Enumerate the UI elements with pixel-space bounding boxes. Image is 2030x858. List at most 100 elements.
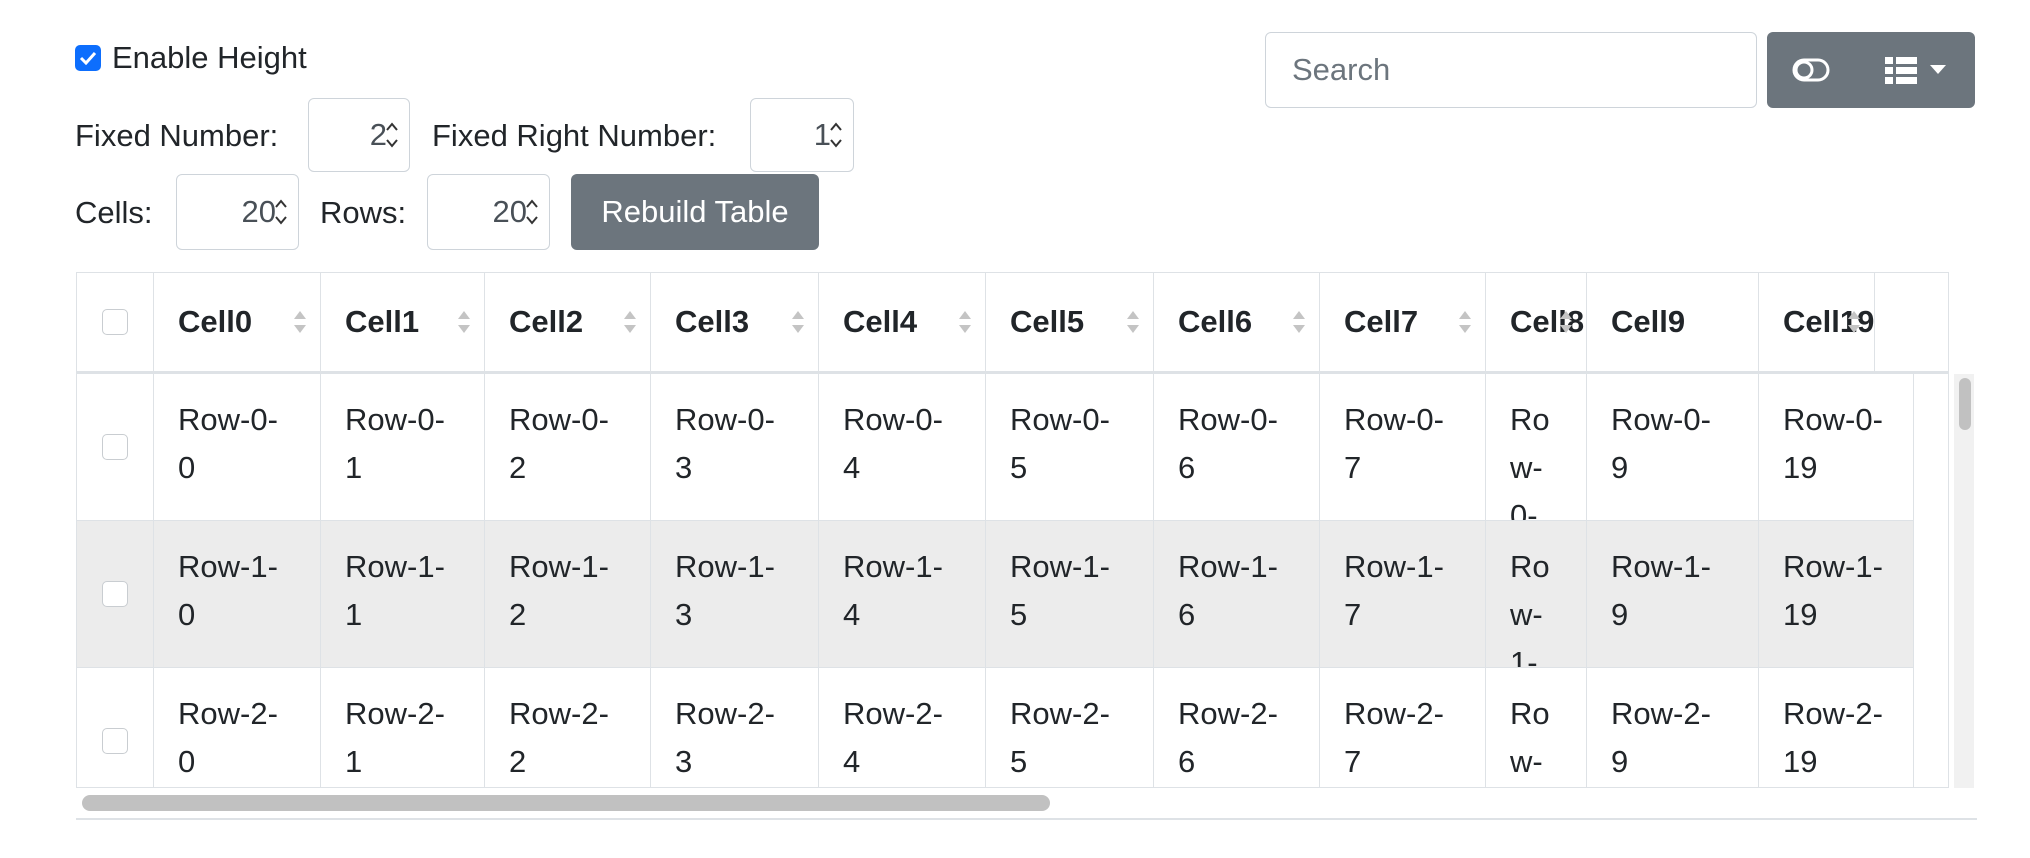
table-cell: Row-0-2 — [485, 374, 651, 521]
column-header[interactable]: Cell6 — [1154, 273, 1320, 371]
table-cell: Row-2-3 — [651, 668, 819, 787]
cell-text: Row-0-19 — [1783, 402, 1883, 485]
column-header[interactable]: Cell9 — [1587, 273, 1759, 371]
cells-label: Cells: — [75, 195, 153, 230]
row-checkbox[interactable] — [102, 581, 128, 607]
sort-arrows-icon — [294, 311, 306, 333]
table-cell: Row-2-2 — [485, 668, 651, 787]
vertical-scroll-thumb[interactable] — [1959, 378, 1971, 430]
column-header-label: Cell0 — [178, 304, 253, 339]
spinner-arrows-icon[interactable] — [525, 197, 539, 227]
toggle-view-icon — [1792, 58, 1830, 82]
column-header[interactable]: Cell8 — [1486, 273, 1587, 371]
fixed-right-number-input[interactable]: 1 — [750, 98, 854, 172]
table-cell: Row-1-1 — [321, 521, 485, 668]
spinner-arrows-icon[interactable] — [274, 197, 288, 227]
horizontal-scroll-thumb[interactable] — [82, 795, 1050, 811]
column-header[interactable]: Cell2 — [485, 273, 651, 371]
toolbar-button-group — [1767, 32, 1975, 108]
header-divider — [77, 371, 1948, 374]
cell-text: Row-0-7 — [1344, 402, 1444, 485]
column-header[interactable]: Cell5 — [986, 273, 1154, 371]
cell-text: Row-1-3 — [675, 549, 775, 632]
rows-label: Rows: — [320, 195, 407, 230]
caret-down-icon — [1930, 65, 1946, 74]
cell-text: Row-0-1 — [345, 402, 445, 485]
toggle-view-button[interactable] — [1767, 32, 1855, 108]
enable-height-checkbox[interactable] — [75, 45, 101, 71]
table-cell: Row-0-19 — [1759, 374, 1914, 521]
column-header-label: Cell5 — [1010, 304, 1085, 339]
table-cell: Row-1-19 — [1759, 521, 1914, 668]
cell-text: Row-1-7 — [1344, 549, 1444, 632]
fixed-number-label: Fixed Number: — [75, 118, 279, 153]
cell-text: Row-2-2 — [509, 696, 609, 779]
sort-arrows-icon — [1127, 311, 1139, 333]
cell-text: Row-0-5 — [1010, 402, 1110, 485]
search-input[interactable]: Search — [1265, 32, 1757, 108]
table-cell: Row-1-2 — [485, 521, 651, 668]
column-header[interactable]: Cell19 — [1759, 273, 1876, 371]
cell-text: Row-0-2 — [509, 402, 609, 485]
rows-input[interactable]: 20 — [427, 174, 550, 250]
table-cell: Row-1-3 — [651, 521, 819, 668]
rows-value: 20 — [492, 194, 527, 229]
cell-text: Row-0-0 — [178, 402, 278, 485]
table-cell: Row-2-19 — [1759, 668, 1914, 787]
cell-text: Row-1-6 — [1178, 549, 1278, 632]
rebuild-table-button[interactable]: Rebuild Table — [571, 174, 819, 250]
sort-arrows-icon — [792, 311, 804, 333]
column-header-label: Cell6 — [1178, 304, 1253, 339]
table-cell: Row-2-9 — [1587, 668, 1759, 787]
columns-list-icon — [1885, 57, 1917, 84]
table-cell: Row-2-6 — [1154, 668, 1320, 787]
table-cell: Row-2-5 — [986, 668, 1154, 787]
sort-arrows-icon — [959, 311, 971, 333]
cell-text: Row-2-3 — [675, 696, 775, 779]
column-header[interactable]: Cell4 — [819, 273, 986, 371]
column-header[interactable]: Cell7 — [1320, 273, 1486, 371]
cell-text: Row-0-3 — [675, 402, 775, 485]
table-cell: Row-1-9 — [1587, 521, 1759, 668]
cell-text: Row-2-0 — [178, 696, 278, 779]
column-header[interactable]: Cell1 — [321, 273, 485, 371]
cell-text: Row-2-19 — [1783, 696, 1883, 779]
table-cell: Row-0-3 — [651, 374, 819, 521]
cell-text: Row-2-6 — [1178, 696, 1278, 779]
table-cell: Row-2-0 — [154, 668, 321, 787]
row-select-cell — [77, 668, 154, 787]
select-all-checkbox[interactable] — [102, 309, 128, 335]
table-cell: Row-1-4 — [819, 521, 986, 668]
spinner-arrows-icon[interactable] — [829, 120, 843, 150]
columns-dropdown-button[interactable] — [1855, 32, 1975, 108]
table-cell: Row-0-1 — [321, 374, 485, 521]
column-header-label: Cell9 — [1611, 304, 1686, 339]
cell-text: Row-1-8 — [1510, 549, 1550, 668]
table-cell: Row-0-8 — [1486, 374, 1587, 521]
cells-value: 20 — [241, 194, 276, 229]
table-cell: Row-0-4 — [819, 374, 986, 521]
fixed-number-input[interactable]: 2 — [308, 98, 410, 172]
vertical-scrollbar[interactable] — [1954, 374, 1974, 788]
fixed-right-number-label: Fixed Right Number: — [432, 118, 717, 153]
table-cell: Row-1-0 — [154, 521, 321, 668]
table-cell: Row-2-8 — [1486, 668, 1587, 787]
cell-text: Row-2-8 — [1510, 696, 1550, 779]
fixed-right-number-value: 1 — [813, 117, 831, 152]
cell-text: Row-2-7 — [1344, 696, 1444, 779]
table-cell: Row-1-6 — [1154, 521, 1320, 668]
column-header[interactable]: Cell3 — [651, 273, 819, 371]
table-cell: Row-0-0 — [154, 374, 321, 521]
spinner-arrows-icon[interactable] — [385, 120, 399, 150]
sort-arrows-icon — [1459, 311, 1471, 333]
row-checkbox[interactable] — [102, 434, 128, 460]
cells-input[interactable]: 20 — [176, 174, 299, 250]
table-cell: Row-1-5 — [986, 521, 1154, 668]
table-cell: Row-0-6 — [1154, 374, 1320, 521]
cell-text: Row-1-2 — [509, 549, 609, 632]
cell-text: Row-0-9 — [1611, 402, 1711, 485]
row-checkbox[interactable] — [102, 728, 128, 754]
column-header-label: Cell7 — [1344, 304, 1419, 339]
column-header[interactable]: Cell0 — [154, 273, 321, 371]
